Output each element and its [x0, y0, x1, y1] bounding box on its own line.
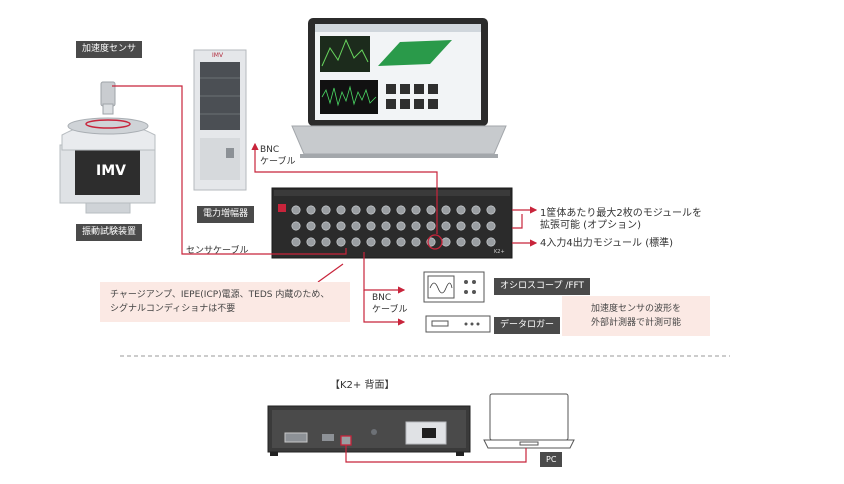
bnc-cable-top-line2: ケーブル	[260, 157, 296, 167]
module-expand-text: 1筐体あたり最大2枚のモジュールを 拡張可能 (オプション)	[540, 208, 702, 232]
shaker-label: 振動試験装置	[76, 224, 143, 241]
bnc-connector	[366, 237, 376, 247]
bnc-cable-top-label: BNC ケーブル	[260, 144, 295, 168]
oscilloscope-label: オシロスコープ /FFT	[494, 278, 591, 295]
bnc-connector	[486, 205, 496, 215]
bnc-cable-bottom-line1: BNC	[372, 293, 392, 303]
bnc-connector	[381, 237, 391, 247]
cable-paths	[112, 85, 538, 326]
module-expand-line1: 1筐体あたり最大2枚のモジュールを	[540, 208, 703, 219]
bnc-connector	[306, 221, 316, 231]
bnc-connector	[306, 205, 316, 215]
lan-cable	[345, 445, 527, 463]
charge-amp-note-line2: シグナルコンディショナは不要	[110, 304, 236, 314]
module-expand-line2: 拡張可能 (オプション)	[540, 220, 641, 231]
svg-text:IMV: IMV	[212, 52, 224, 59]
bnc-connector	[336, 205, 346, 215]
bnc-connector	[381, 205, 391, 215]
bnc-connector	[366, 205, 376, 215]
bnc-connector	[471, 237, 481, 247]
bnc-connector	[396, 221, 406, 231]
waveform-note: 加速度センサの波形を 外部計測器で計測可能	[562, 296, 710, 336]
bnc-connector	[291, 237, 301, 247]
bnc-connector	[351, 237, 361, 247]
bnc-connector	[321, 237, 331, 247]
waveform-note-line1: 加速度センサの波形を	[590, 304, 681, 314]
bnc-connector	[321, 205, 331, 215]
bnc-connector	[471, 221, 481, 231]
data-logger-label: データロガー	[494, 317, 561, 334]
bnc-connector	[291, 205, 301, 215]
bnc-connector	[456, 221, 466, 231]
rear-title: 【K2+ 背面】	[330, 380, 395, 391]
bnc-connector	[396, 205, 406, 215]
bnc-cable-bottom-label: BNC ケーブル	[372, 292, 407, 316]
power-amp-label: 電力増幅器	[197, 206, 255, 223]
bnc-connector	[351, 221, 361, 231]
bnc-connector	[411, 205, 421, 215]
bnc-connector	[396, 237, 406, 247]
pc-illustration	[483, 393, 575, 449]
bnc-connector	[366, 221, 376, 231]
k2-rear-illustration	[267, 405, 471, 456]
bnc-connector	[441, 237, 451, 247]
bnc-cable-top-line1: BNC	[260, 145, 280, 155]
module-std-text: 4入力4出力モジュール (標準)	[540, 238, 674, 249]
sensor-cable-label: センサケーブル	[186, 246, 249, 256]
bnc-connector	[471, 205, 481, 215]
bnc-connector	[336, 221, 346, 231]
bnc-connector	[441, 221, 451, 231]
bnc-connector	[456, 205, 466, 215]
bnc-connector	[456, 237, 466, 247]
bnc-connector	[306, 237, 316, 247]
shaker-illustration: IMV	[59, 117, 156, 214]
bnc-cable-bottom-line2: ケーブル	[372, 305, 408, 315]
bnc-connector	[291, 221, 301, 231]
power-amp-illustration: IMV	[193, 49, 247, 191]
svg-text:K2+: K2+	[494, 249, 505, 255]
bnc-connector	[486, 237, 496, 247]
bnc-connector	[486, 221, 496, 231]
laptop-illustration	[291, 18, 507, 158]
charge-amp-note-line1: チャージアンプ、IEPE(ICP)電源、TEDS 内蔵のため、	[110, 290, 330, 300]
bnc-connector	[426, 205, 436, 215]
accel-sensor-illustration	[100, 81, 116, 115]
bnc-connector	[426, 221, 436, 231]
pc-label: PC	[540, 452, 563, 467]
svg-text:IMV: IMV	[96, 163, 126, 179]
bnc-connector	[441, 205, 451, 215]
bnc-connector	[381, 221, 391, 231]
bnc-connector	[336, 237, 346, 247]
oscilloscope-illustration	[423, 271, 485, 303]
data-logger-illustration	[425, 315, 491, 333]
bnc-connector	[351, 205, 361, 215]
k2-front-illustration: K2+	[271, 187, 513, 259]
waveform-note-line2: 外部計測器で計測可能	[590, 318, 681, 328]
bnc-connector	[411, 237, 421, 247]
bnc-connector	[411, 221, 421, 231]
charge-amp-note: チャージアンプ、IEPE(ICP)電源、TEDS 内蔵のため、 シグナルコンディ…	[100, 282, 350, 322]
bnc-connector	[321, 221, 331, 231]
accel-sensor-label: 加速度センサ	[76, 41, 143, 58]
